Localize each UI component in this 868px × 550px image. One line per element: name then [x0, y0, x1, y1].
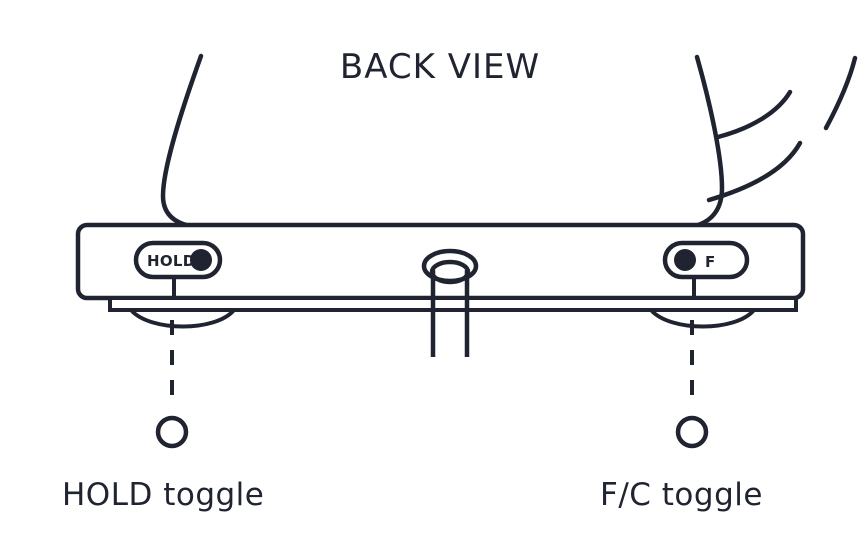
- foot-right: [649, 308, 756, 329]
- hold-toggle-indicator[interactable]: [190, 249, 212, 271]
- hinge-arm-outer: [823, 55, 858, 131]
- hold-toggle-label: HOLD: [147, 252, 196, 270]
- cable-grommet-inner: [429, 259, 471, 285]
- hold-toggle[interactable]: HOLD: [133, 240, 223, 298]
- hold-toggle-caption: HOLD toggle: [62, 477, 264, 513]
- fc-toggle-caption: F/C toggle: [600, 477, 763, 513]
- base-plate: [108, 296, 798, 312]
- fc-callout-marker[interactable]: [675, 415, 709, 449]
- fc-toggle-indicator[interactable]: [674, 249, 696, 271]
- page-title: BACK VIEW: [340, 47, 540, 87]
- fc-toggle-label: F: [705, 253, 716, 271]
- hold-callout-marker[interactable]: [155, 415, 189, 449]
- hinge-arm-upper: [706, 140, 803, 203]
- fc-toggle[interactable]: F: [662, 240, 750, 298]
- hinge-arm-lower: [715, 89, 793, 140]
- lid-left-curve: [160, 53, 204, 229]
- foot-left: [129, 308, 236, 329]
- lid-right-curve: [692, 54, 725, 229]
